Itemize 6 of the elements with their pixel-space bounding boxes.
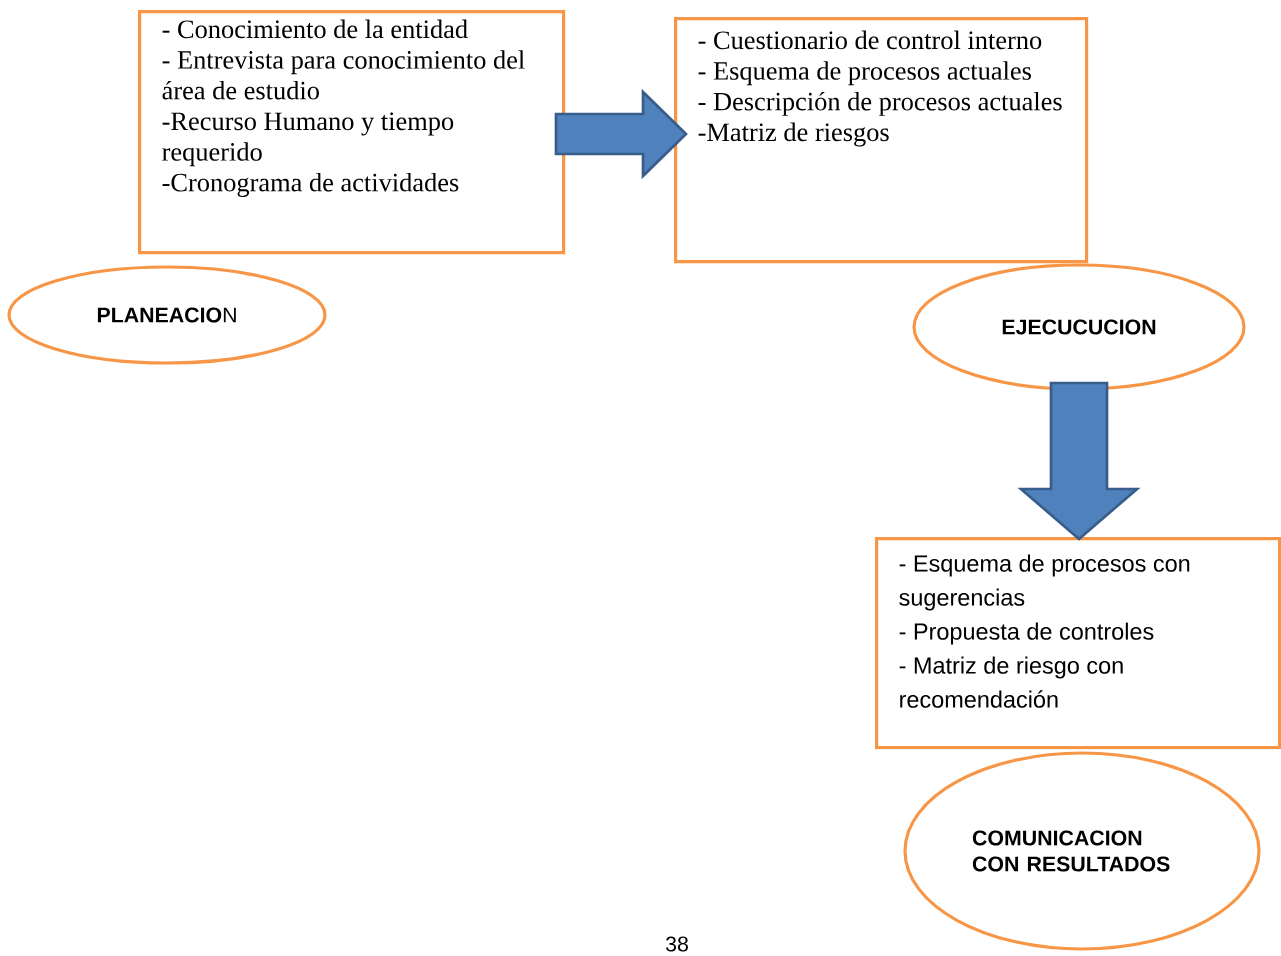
- process-box: - Conocimiento de la entidad - Entrevista para conocimiento del área de estudio -Recurso Humano y tiempo requerido -Cronograma de actividades: [138, 10, 566, 255]
- block-arrow: [554, 88, 688, 180]
- page-number: 38: [665, 936, 688, 952]
- block-arrow: [1017, 381, 1141, 541]
- process-box: - Esquema de procesos con sugerencias - Propuesta de controles - Matriz de riesgo con recomendación: [875, 537, 1281, 750]
- process-box: - Cuestionario de control interno - Esquema de procesos actuales - Descripción de procesos actuales -Matriz de riesgos: [674, 17, 1089, 264]
